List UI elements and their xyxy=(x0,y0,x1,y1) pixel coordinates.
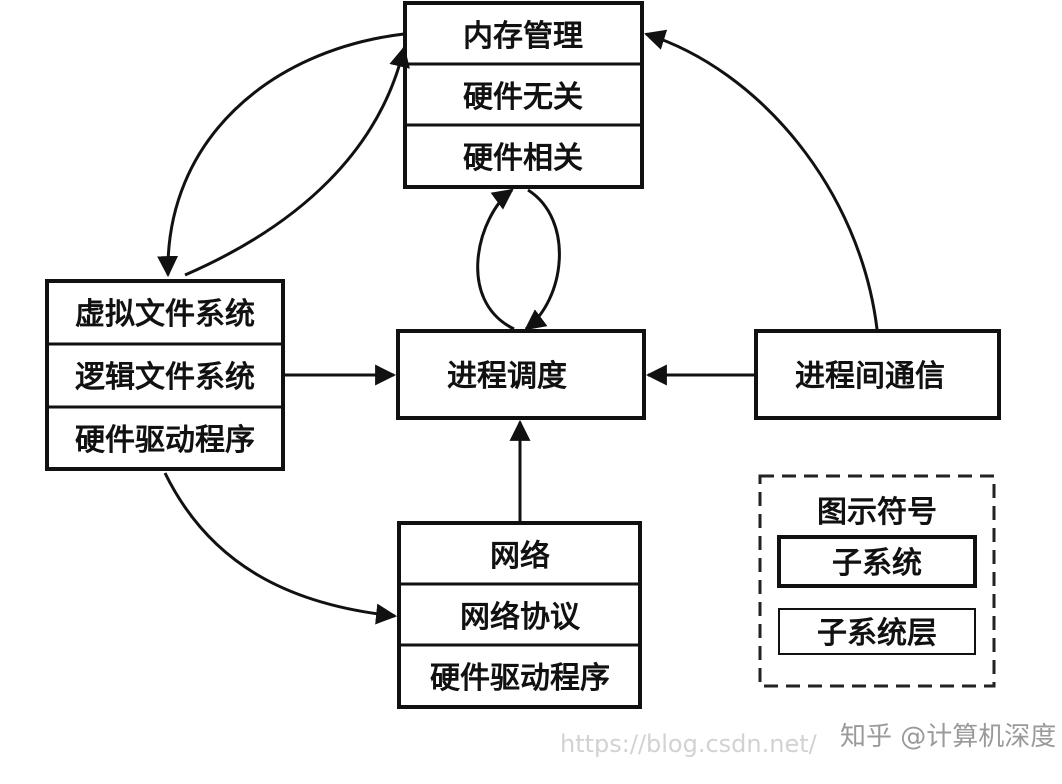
process-scheduler-title: 进程调度 xyxy=(447,359,567,394)
legend-title: 图示符号 xyxy=(817,495,937,530)
arrow-vfs-to-network xyxy=(163,472,398,625)
legend-subsystem-layer-swatch xyxy=(778,608,976,655)
arrow-scheduler-to-memory xyxy=(476,188,515,331)
memory-layer-hardware-dependent: 硬件相关 xyxy=(463,141,583,176)
ipc-title: 进程间通信 xyxy=(795,359,945,394)
arrow-ipc-to-memory xyxy=(643,29,879,330)
legend-subsystem-label: 子系统 xyxy=(832,546,922,581)
zhihu-watermark: 知乎 @计算机深度 xyxy=(840,722,1056,752)
network-box: 网络 网络协议 硬件驱动程序 xyxy=(397,521,642,709)
process-scheduler-box: 进程调度 xyxy=(396,329,646,420)
network-title: 网络 xyxy=(490,539,550,574)
legend-subsystem-swatch xyxy=(777,535,977,588)
ipc-box: 进程间通信 xyxy=(754,329,1001,420)
connectors xyxy=(157,29,879,625)
memory-management-title: 内存管理 xyxy=(463,19,583,54)
vfs-layer-virtual-file-system: 虚拟文件系统 xyxy=(75,297,255,332)
arrow-memory-to-vfs xyxy=(157,32,405,278)
arrow-vfs-to-memory xyxy=(184,45,410,277)
legend: 图示符号 子系统 子系统层 xyxy=(758,474,996,688)
arrow-memory-to-scheduler xyxy=(524,188,561,331)
memory-layer-hardware-independent: 硬件无关 xyxy=(463,80,583,115)
memory-management-box: 内存管理 硬件无关 硬件相关 xyxy=(403,1,644,189)
vfs-layer-hardware-driver: 硬件驱动程序 xyxy=(75,423,255,458)
vfs-layer-logical-file-system: 逻辑文件系统 xyxy=(75,360,255,395)
csdn-watermark: https://blog.csdn.net/ xyxy=(560,730,818,758)
file-system-box: 虚拟文件系统 逻辑文件系统 硬件驱动程序 xyxy=(45,279,285,471)
network-layer-hardware-driver: 硬件驱动程序 xyxy=(430,661,610,696)
legend-subsystem-layer-label: 子系统层 xyxy=(817,616,937,651)
network-layer-protocol: 网络协议 xyxy=(460,600,581,635)
